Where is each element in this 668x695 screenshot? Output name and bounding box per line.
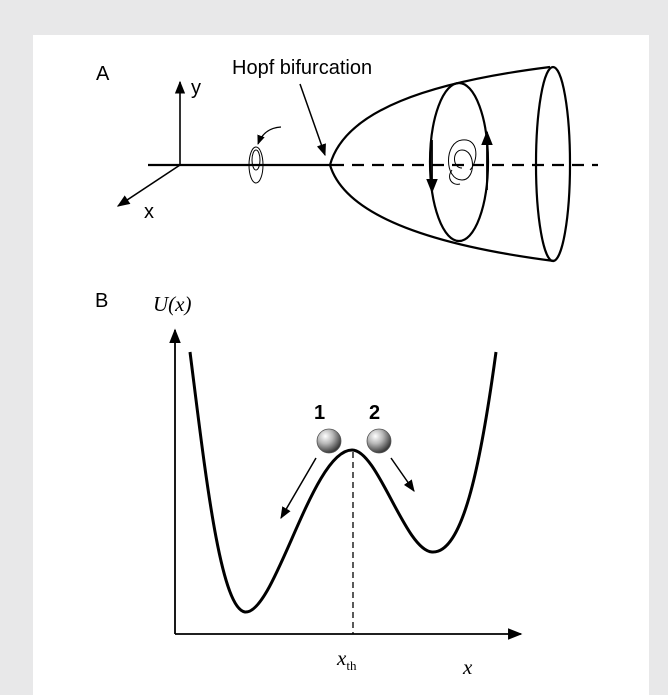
x-axis-title: x (462, 655, 473, 679)
panel-a-label: A (96, 63, 110, 85)
state-1-label: 1 (314, 402, 325, 424)
double-well-potential-curve (188, 351, 498, 614)
unstable-spiral-icon (448, 139, 477, 185)
outer-cycle-ellipse (534, 65, 572, 263)
threshold-label: xth (336, 646, 357, 673)
state-2-motion-arrow (390, 457, 415, 492)
x-axis-arrow (116, 164, 181, 207)
limit-cycle-ellipse (428, 81, 490, 243)
stable-spiral-icon (248, 126, 282, 184)
limit-cycle-envelope (328, 65, 555, 263)
state-2-ball (366, 428, 392, 454)
state-1-ball (316, 428, 342, 454)
hopf-bifurcation-label: Hopf bifurcation (232, 57, 372, 79)
state-1-motion-arrow (280, 457, 317, 520)
hopf-pointer-arrow (299, 83, 326, 157)
x-axis-label: x (144, 201, 154, 223)
y-axis-label: y (191, 77, 201, 99)
panel-b-label: B (95, 290, 108, 312)
figure-card (33, 35, 649, 695)
state-2-label: 2 (369, 402, 380, 424)
potential-axis-label: U(x) (153, 292, 191, 316)
